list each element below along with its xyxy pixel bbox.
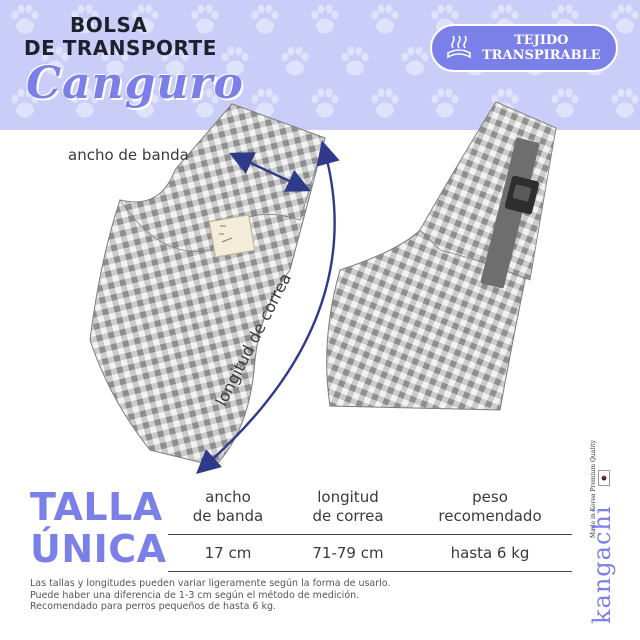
header-band-width-line1: ancho (205, 488, 251, 506)
product-illustration (89, 101, 557, 474)
header-banner: BOLSA DE TRANSPORTE Canguro TEJIDO TRANS… (0, 0, 640, 130)
table-divider-top (168, 534, 572, 535)
footnote-line-2: Puede haber una diferencia de 1-3 cm seg… (30, 589, 360, 601)
size-table-header: ancho de banda longitud de correa peso r… (168, 488, 572, 536)
korea-flag-icon (598, 470, 610, 486)
value-recommended-weight: hasta 6 kg (450, 544, 530, 562)
header-weight-line2: recomendado (438, 507, 542, 525)
brand-logo: kangachi (588, 505, 616, 625)
footnote-line-3: Recomendado para perros pequeños de hast… (30, 601, 277, 612)
badge-line-2: TRANSPIRABLE (482, 48, 601, 63)
size-table: ancho de banda longitud de correa peso r… (168, 488, 572, 572)
size-title-line-1: TALLA (30, 485, 163, 529)
footnote: Las tallas y longitudes pueden variar li… (30, 578, 590, 613)
table-divider-bottom (168, 571, 572, 572)
value-band-width: 17 cm (204, 544, 252, 562)
header-strap-length-line2: de correa (312, 507, 384, 525)
value-strap-length: 71-79 cm (312, 544, 384, 562)
header-recommended-weight: peso recomendado (408, 488, 572, 536)
size-title: TALLA ÚNICA (30, 486, 167, 570)
header-strap-length: longitud de correa (288, 488, 408, 536)
breathable-badge: TEJIDO TRANSPIRABLE (430, 24, 618, 72)
title-script: Canguro (26, 58, 244, 109)
title-block: BOLSA DE TRANSPORTE Canguro (24, 13, 244, 110)
badge-line-1: TEJIDO (514, 33, 569, 48)
size-title-line-2: ÚNICA (30, 527, 167, 571)
header-band-width: ancho de banda (168, 488, 288, 536)
header-weight-line1: peso (472, 488, 508, 506)
title-line-2: DE TRANSPORTE (24, 36, 217, 60)
size-table-row: 17 cm 71-79 cm hasta 6 kg (168, 535, 572, 571)
footnote-line-1: Las tallas y longitudes pueden variar li… (30, 578, 391, 589)
header-strap-length-line1: longitud (317, 488, 379, 506)
header-band-width-line2: de banda (192, 507, 264, 525)
sling-back-view (326, 101, 557, 411)
badge-text: TEJIDO TRANSPIRABLE (482, 33, 601, 63)
title-line-1: BOLSA (70, 13, 148, 37)
band-width-label: ancho de banda (68, 146, 189, 164)
breathable-fabric-icon (447, 35, 471, 59)
